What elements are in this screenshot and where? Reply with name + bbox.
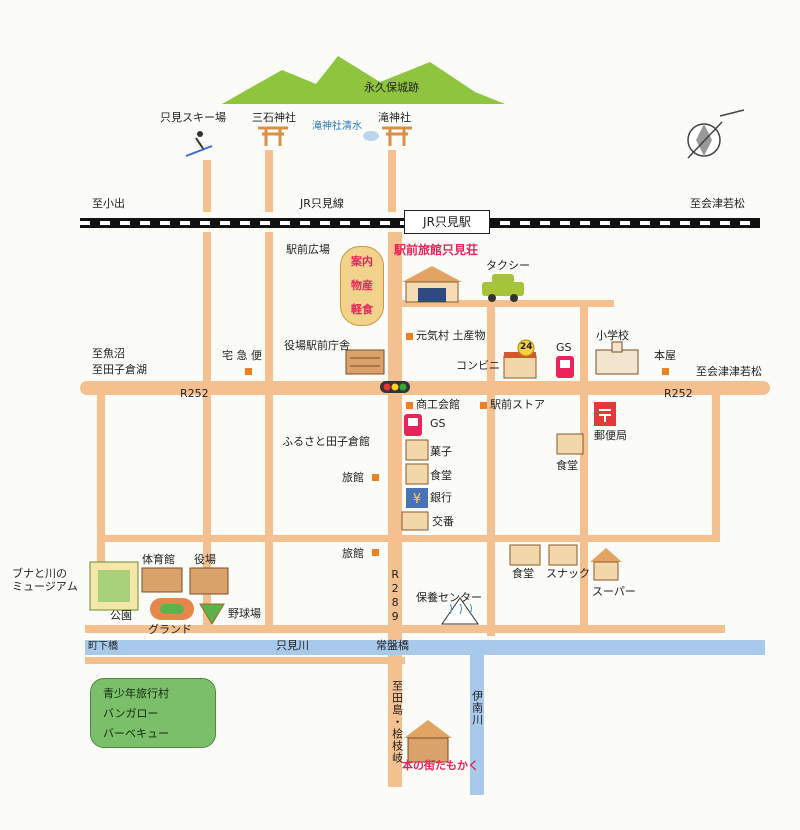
tokiwa-bridge-label: 常盤橋 <box>376 639 409 652</box>
r252-east-label: R252 <box>664 387 693 400</box>
torii-icon <box>382 126 412 146</box>
r252-west-label: R252 <box>180 387 209 400</box>
furusato-hall-label: ふるさと田子倉館 <box>282 435 370 448</box>
gas-station-icon <box>556 356 574 378</box>
bookstore-building-icon <box>404 720 452 763</box>
shop-icon <box>556 433 584 455</box>
annex-building-icon <box>345 349 385 375</box>
west-destination-2: 至田子倉湖 <box>92 363 147 376</box>
station-plaza-label: 駅前広場 <box>286 243 330 256</box>
chamber-of-commerce-label: 商工会館 <box>406 398 460 412</box>
bank-icon: ¥ <box>406 488 428 508</box>
school-label: 小学校 <box>596 329 629 342</box>
ekimae-store-label: 駅前ストア <box>480 398 545 412</box>
guide-line-3: 軽食 <box>351 303 373 316</box>
youth-village-title: 青少年旅行村 <box>103 687 169 700</box>
ground-icon <box>150 598 194 620</box>
gs-north-label: GS <box>556 341 572 354</box>
conbini-icon <box>503 339 537 379</box>
diner-center-label: 食堂 <box>430 469 452 482</box>
town-office-icon <box>189 567 229 595</box>
machishita-bridge-label: 町下橋 <box>88 641 118 652</box>
diner-icon <box>405 463 429 485</box>
mitsuishi-shrine-label: 三石神社 <box>252 111 296 124</box>
inami-river-label: 伊南川 <box>470 690 484 726</box>
snack-label: スナック <box>546 567 590 580</box>
torii-icon <box>258 126 288 146</box>
rail-east-label: 至会津若松 <box>690 197 745 210</box>
station-box[interactable]: JR只見駅 <box>404 210 490 234</box>
west-destination-1: 至魚沼 <box>92 347 125 360</box>
guide-line-2: 物産 <box>351 279 373 292</box>
ekimae-inn-label: 駅前旅館只見荘 <box>394 243 479 257</box>
sweets-shop-icon <box>405 439 429 461</box>
rivers <box>85 640 765 795</box>
park-label: 公園 <box>110 609 132 622</box>
museum-icon <box>89 561 139 611</box>
baseball-field-label: 野球場 <box>228 607 261 620</box>
health-center-icon <box>441 597 479 625</box>
diner-south-label: 食堂 <box>512 567 534 580</box>
traffic-light-icon <box>380 381 410 393</box>
taxi-label: タクシー <box>486 259 530 272</box>
diner-icon <box>509 544 541 566</box>
guide-line-1: 案内 <box>351 255 373 268</box>
baseball-field-icon <box>199 603 225 625</box>
south-destination-label: 至田島・桧枝岐 <box>390 680 404 764</box>
youth-village-box[interactable]: 青少年旅行村 バンガロー バーベキュー <box>90 678 216 748</box>
east-destination-label: 至会津津若松 <box>696 365 762 378</box>
ground-label: グランド <box>148 623 192 636</box>
rail-line-label: JR只見線 <box>300 197 344 210</box>
ryokan-south-label: 旅館 <box>342 547 364 560</box>
spring-icon <box>363 131 379 141</box>
town-annex-label: 役場駅前庁舎 <box>284 339 350 352</box>
ski-resort-label: 只見スキー場 <box>160 111 226 124</box>
youth-village-bungalow: バンガロー <box>103 707 159 720</box>
diner-east-label: 食堂 <box>556 459 578 472</box>
gym-label: 体育館 <box>142 553 175 566</box>
courier-label: 宅 急 便 <box>222 349 262 362</box>
genki-village-label: 元気村 土産物 <box>406 329 486 343</box>
skier-icon <box>185 131 213 157</box>
mountain-label: 永久保城跡 <box>364 81 419 94</box>
genki-village-text: 元気村 土産物 <box>416 329 486 342</box>
sweets-label: 菓子 <box>430 445 452 458</box>
post-office-icon <box>594 402 616 426</box>
police-box-label: 交番 <box>432 515 454 528</box>
museum-label: ブナと川の ミュージアム <box>12 567 78 593</box>
gym-icon <box>141 567 183 593</box>
taki-shrine-label: 滝神社 <box>378 111 411 124</box>
ekimae-store-text: 駅前ストア <box>490 398 545 411</box>
supermarket-label: スーパー <box>592 585 636 598</box>
school-icon <box>595 341 639 375</box>
markers <box>245 368 669 556</box>
youth-village-bbq: バーベキュー <box>103 727 169 740</box>
bookstore-label: 本屋 <box>654 349 676 362</box>
supermarket-icon <box>590 548 622 581</box>
chamber-text: 商工会館 <box>416 398 460 411</box>
mountain-range <box>222 56 505 104</box>
inn-building-icon <box>402 266 462 303</box>
rail-west-label: 至小出 <box>92 197 125 210</box>
health-center-label: 保養センター <box>416 591 482 604</box>
snack-bar-icon <box>548 544 578 566</box>
gas-station-icon <box>404 414 422 436</box>
bank-label: 銀行 <box>430 491 452 504</box>
compass-icon <box>687 109 745 159</box>
police-box-icon <box>401 511 429 531</box>
svg-text:¥: ¥ <box>413 492 421 507</box>
town-office-label: 役場 <box>194 553 216 566</box>
taxi-icon <box>482 274 524 302</box>
spring-label: 滝神社清水 <box>312 121 362 132</box>
gs-south-label: GS <box>430 417 446 430</box>
post-office-label: 郵便局 <box>594 429 627 442</box>
conbini-label: コンビニ <box>456 359 500 372</box>
ryokan-north-label: 旅館 <box>342 471 364 484</box>
conbini-24-badge: 24 <box>520 342 533 352</box>
bookstore-town-label: 本の街たもかく <box>402 759 479 772</box>
guide-box[interactable]: 案内 物産 軽食 <box>340 246 384 326</box>
tadami-river-label: 只見川 <box>276 639 309 652</box>
r289-label: R289 <box>388 568 402 624</box>
